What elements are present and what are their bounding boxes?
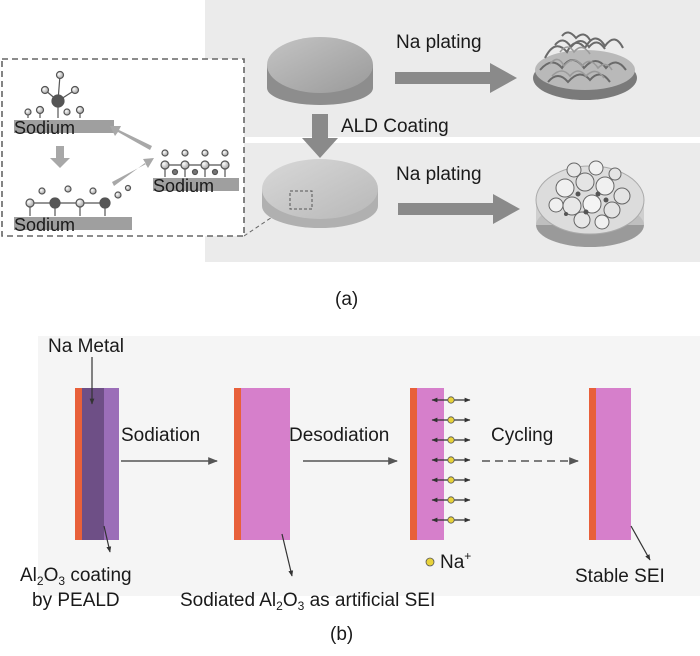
cycling-label: Cycling xyxy=(491,425,553,446)
coating-label-line2: by PEALD xyxy=(32,590,120,611)
sodium-substrate-2 xyxy=(153,178,239,191)
na-ion-legend-dot xyxy=(425,557,435,567)
dendritic-sodium-dish xyxy=(533,31,637,100)
sodiation-label: Sodiation xyxy=(121,425,200,446)
zoom-region-marker xyxy=(289,190,313,210)
electrode-initial xyxy=(75,388,119,540)
stable-sei-pointer xyxy=(630,525,651,561)
sodiated-sei-label: Sodiated Al2O3 as artificial SEI xyxy=(180,590,435,613)
panel-a-label: (a) xyxy=(335,289,358,310)
na-metal-label: Na Metal xyxy=(48,336,124,357)
coating-pointer xyxy=(103,525,112,553)
na-plating-arrow-bottom xyxy=(398,194,520,224)
sodium-label-bottom: Sodium xyxy=(14,215,75,235)
electrode-desodiated xyxy=(410,388,471,540)
molecule-cluster-right xyxy=(160,149,230,177)
sodium-substrate-1 xyxy=(14,120,114,133)
ald-coated-disc xyxy=(262,159,378,228)
na-ion-legend-label: Na+ xyxy=(440,549,471,573)
molecular-mechanism-box xyxy=(1,58,245,237)
na-plating-arrow-top xyxy=(395,63,517,93)
sei-pointer xyxy=(281,533,294,577)
bare-sodium-disc xyxy=(267,37,373,105)
stable-sei-label: Stable SEI xyxy=(575,566,665,587)
electrode-stable xyxy=(589,388,631,540)
arrow-diagonal-up-left xyxy=(110,126,152,150)
mechanism-cycle-arrows xyxy=(50,126,154,186)
na-plating-label-bottom: Na plating xyxy=(396,164,482,185)
coating-label-line1: Al2O3 coating xyxy=(20,565,132,588)
molecule-cluster-top xyxy=(24,70,85,118)
panel-a: Sodium Sodium Sodium ALD Coating xyxy=(1,0,700,310)
panel-b-label: (b) xyxy=(330,624,353,645)
sodium-label-top: Sodium xyxy=(14,118,75,138)
sodium-substrate-3 xyxy=(14,217,132,230)
electrode-sodiated xyxy=(234,388,290,540)
sodium-ion-flux xyxy=(431,396,471,524)
ald-coating-arrow xyxy=(302,114,338,158)
na-plating-label-top: Na plating xyxy=(396,32,482,53)
uniform-sodium-dish xyxy=(535,160,645,247)
molecule-cluster-bottom xyxy=(25,184,132,216)
panel-b: Sodiation Desodiation Cycling Na Metal A… xyxy=(20,336,700,645)
arrow-up-right xyxy=(112,158,154,186)
sodium-label-right: Sodium xyxy=(153,176,214,196)
desodiation-label: Desodiation xyxy=(289,425,389,446)
arrow-down-left xyxy=(50,146,70,168)
ald-coating-label: ALD Coating xyxy=(341,116,449,137)
zoom-connector-line xyxy=(243,204,291,237)
